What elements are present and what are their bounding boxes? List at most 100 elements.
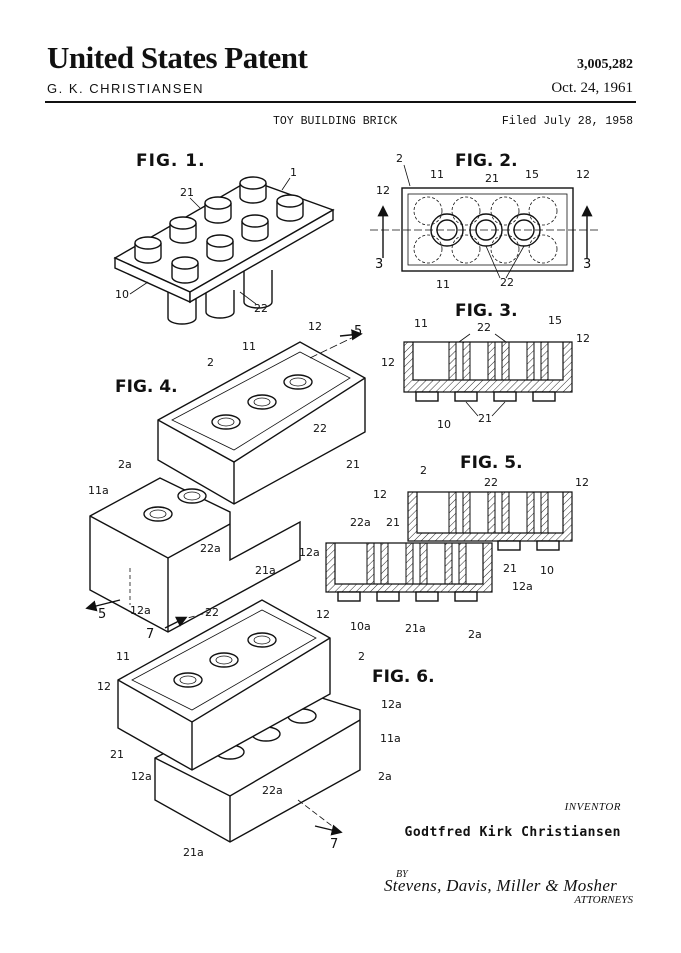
fig4-ref-11a: 11a <box>88 484 109 497</box>
patent-date: Oct. 24, 1961 <box>551 80 633 96</box>
patent-title: United States Patent <box>47 40 308 75</box>
fig4-ref-11: 11 <box>242 340 256 353</box>
fig6-label: FIG. 6. <box>372 667 435 687</box>
fig6-brick-upper <box>117 599 331 771</box>
fig1-ref-22: 22 <box>254 302 268 315</box>
fig3-label: FIG. 3. <box>455 301 518 321</box>
fig5-ref-21: 21 <box>386 516 400 529</box>
fig6-upper-tubes <box>173 632 277 688</box>
fig3-ref-15: 15 <box>548 314 562 327</box>
fig4-brick-upper <box>157 341 366 505</box>
fig3-ref-12-left: 12 <box>381 356 395 369</box>
fig2-ref-3-left: 3 <box>375 257 383 272</box>
fig3-section <box>403 341 573 393</box>
fig6-ref-12a-left: 12a <box>131 770 152 783</box>
header-rule <box>45 101 636 103</box>
fig5-ref-10a: 10a <box>350 620 371 633</box>
fig1-ref-1: 1 <box>290 166 297 179</box>
fig6-ref-22a: 22a <box>262 784 283 797</box>
fig5-ref-2: 2 <box>420 464 427 477</box>
fig5-ref-2a: 2a <box>468 628 482 641</box>
fig2-drawing: FIG. 2. 3 3 2 12 12 11 21 15 11 22 <box>370 151 600 291</box>
inventor-label: INVENTOR <box>564 801 621 813</box>
fig4-upper-tubes <box>211 374 313 430</box>
patent-number: 3,005,282 <box>577 57 633 72</box>
fig2-ref-2: 2 <box>396 152 403 165</box>
fig6-ref-12-left: 12 <box>97 680 111 693</box>
fig6-ref-21: 21 <box>110 748 124 761</box>
fig5-lower-section <box>325 542 493 593</box>
fig5-ref-21-lower: 21 <box>503 562 517 575</box>
fig2-ref-12-left: 12 <box>376 184 390 197</box>
fig4-ref-22: 22 <box>313 422 327 435</box>
fig6-ref-2: 2 <box>358 650 365 663</box>
fig4-ref-2: 2 <box>207 356 214 369</box>
fig5-ref-12a-right: 12a <box>512 580 533 593</box>
fig3-ref-21: 21 <box>478 412 492 425</box>
fig6-drawing: FIG. 6. 7 7 22 12 11 2 12 12a 11a <box>97 599 435 859</box>
attorneys-label: ATTORNEYS <box>574 894 633 906</box>
fig4-ref-22a: 22a <box>200 542 221 555</box>
fig5-label: FIG. 5. <box>460 453 523 473</box>
fig5-drawing: FIG. 5. 2 12 12 22 22a 21 12a 21 <box>299 453 589 641</box>
fig2-ref-15: 15 <box>525 168 539 181</box>
inventor-name: Godtfred Kirk Christiansen <box>404 825 621 840</box>
fig5-upper-section <box>407 491 573 542</box>
fig4-ref-12-top: 12 <box>308 320 322 333</box>
fig5-upper-tubes <box>448 491 549 534</box>
fig5-ref-22: 22 <box>484 476 498 489</box>
fig4-ref-12a: 12a <box>130 604 151 617</box>
inventor-header: G. K. CHRISTIANSEN <box>47 81 205 96</box>
fig5-lower-tubes <box>366 542 467 585</box>
fig3-tubes <box>448 341 549 381</box>
fig1-drawing: FIG. 1. 1 21 10 22 <box>113 151 335 325</box>
fig3-drawing: FIG. 3. 11 22 15 12 12 10 21 <box>381 301 590 431</box>
fig1-ref-21: 21 <box>180 186 194 199</box>
fig1-studs <box>134 176 304 284</box>
fig6-ref-21a: 21a <box>183 846 204 859</box>
fig6-ref-11: 11 <box>116 650 130 663</box>
fig5-ref-12-left: 12 <box>373 488 387 501</box>
fig5-ref-12a-left: 12a <box>299 546 320 559</box>
fig3-ref-22: 22 <box>477 321 491 334</box>
fig4-ref-5-bottom: 5 <box>98 607 106 622</box>
fig4-ref-2a: 2a <box>118 458 132 471</box>
fig3-studs <box>415 391 556 402</box>
fig3-ref-11: 11 <box>414 317 428 330</box>
fig4-ref-5-top: 5 <box>354 324 362 339</box>
fig2-ref-21: 21 <box>485 172 499 185</box>
fig2-label: FIG. 2. <box>455 151 518 171</box>
fig2-ref-3-right: 3 <box>583 257 591 272</box>
fig5-ref-10: 10 <box>540 564 554 577</box>
by-label: BY <box>396 869 408 880</box>
fig2-studs-dashed <box>413 196 558 264</box>
fig6-ref-11a: 11a <box>380 732 401 745</box>
fig6-ref-12a-right: 12a <box>381 698 402 711</box>
fig2-ref-11-bottom: 11 <box>436 278 450 291</box>
fig2-ref-22: 22 <box>500 276 514 289</box>
fig4-brick-lower <box>89 477 301 633</box>
fig1-label: FIG. 1. <box>136 151 206 171</box>
fig2-inner <box>407 193 568 266</box>
fig6-ref-22: 22 <box>205 606 219 619</box>
fig4-drawing: FIG. 4. 5 5 12 11 2 22 21 2a 11a 22a <box>85 320 366 633</box>
fig5-ref-12-right: 12 <box>575 476 589 489</box>
fig5-ref-21a: 21a <box>405 622 426 635</box>
patent-subject: TOY BUILDING BRICK <box>273 115 398 128</box>
fig6-ref-7-top: 7 <box>146 627 154 642</box>
fig2-outer <box>401 187 574 272</box>
fig4-label: FIG. 4. <box>115 377 178 397</box>
fig6-ref-12-top: 12 <box>316 608 330 621</box>
fig1-plate-side <box>189 208 334 304</box>
fig5-ref-22a: 22a <box>350 516 371 529</box>
fig3-ref-12-right: 12 <box>576 332 590 345</box>
fig3-ref-10: 10 <box>437 418 451 431</box>
fig4-ref-21a: 21a <box>255 564 276 577</box>
filed-date: Filed July 28, 1958 <box>501 115 633 128</box>
fig6-ref-2a: 2a <box>378 770 392 783</box>
fig2-ref-12-right: 12 <box>576 168 590 181</box>
attorneys-signature: Stevens, Davis, Miller & Mosher <box>384 876 618 895</box>
fig4-ref-21: 21 <box>346 458 360 471</box>
fig2-ref-11-top: 11 <box>430 168 444 181</box>
